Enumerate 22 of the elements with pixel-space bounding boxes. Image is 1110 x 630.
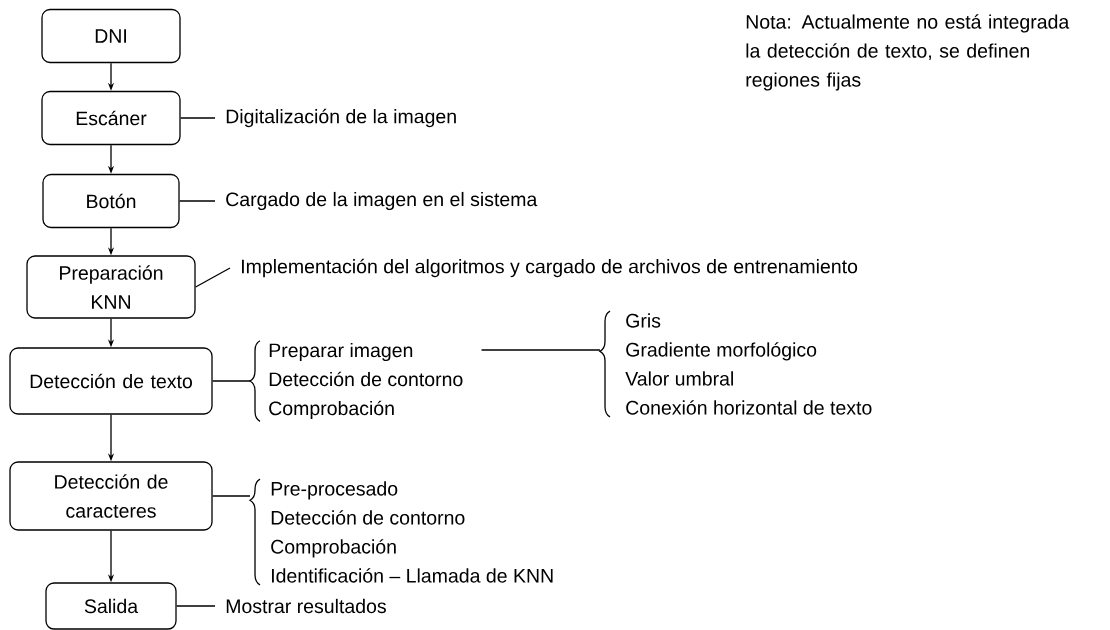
- bracketed-list: Preparar imagen Detección de contorno Comprobación: [249, 340, 463, 422]
- bracketed-list: Gris Gradiente morfológico Valor umbral Conexión horizontal de texto: [599, 310, 872, 418]
- annotation-text: Cargado de la imagen en el sistema: [226, 191, 538, 211]
- connector-line: [212, 495, 251, 497]
- process-box: Detección de caracteres: [9, 461, 213, 531]
- bracketed-list: Pre-procesado Detección de contorno Comprobación Identificación – Llamada de KNN: [249, 478, 553, 586]
- process-box: Preparación KNN: [26, 255, 196, 319]
- process-box: Detección de texto: [9, 347, 213, 415]
- process-box: DNI: [41, 8, 181, 64]
- process-box: Salida: [45, 582, 177, 630]
- connector-line: [180, 117, 216, 119]
- connector-line: [179, 200, 216, 202]
- connector-line: [176, 605, 216, 607]
- process-box: Botón: [42, 173, 180, 229]
- connector-line: [480, 349, 601, 351]
- annotation-text: Implementación del algoritmos y cargado de archivos de entrenamiento: [242, 258, 858, 278]
- connector-line: [195, 267, 231, 288]
- note-text: Nota: Actualmente no está integrada la detección de texto, se definen regiones fijas: [746, 14, 1070, 91]
- process-box: Escáner: [41, 90, 181, 146]
- connector-line: [212, 380, 251, 382]
- annotation-text: Mostrar resultados: [226, 598, 386, 614]
- annotation-text: Digitalización de la imagen: [226, 108, 456, 128]
